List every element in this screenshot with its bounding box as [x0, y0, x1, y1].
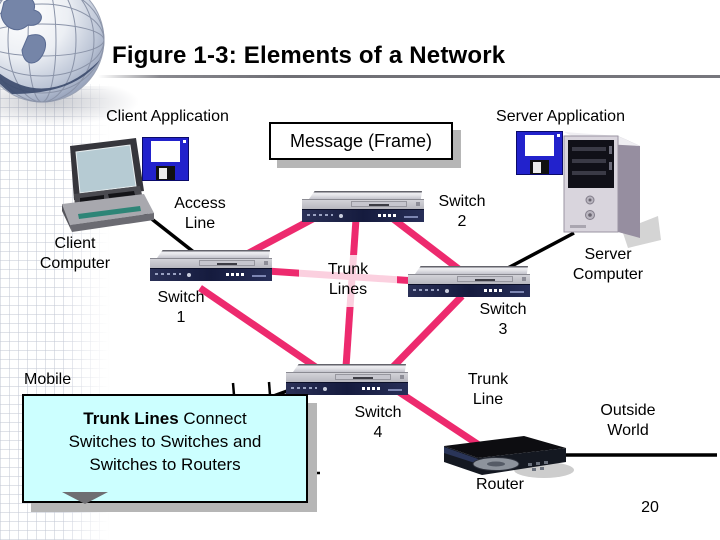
floppy-disk-icon [142, 137, 189, 181]
floppy-notch [183, 140, 186, 143]
message-frame-text: Message (Frame) [289, 131, 433, 151]
switch-1-label: Switch 1 [157, 289, 205, 326]
floppy-disk-icon [516, 131, 563, 175]
message-frame-box: Message (Frame) [269, 122, 453, 160]
switch-4-device [286, 364, 408, 395]
note-line-1: Trunk Lines Connect [83, 409, 247, 428]
switch-1-device [150, 250, 272, 281]
switch-4-label: Switch 4 [354, 404, 402, 441]
floppy-shutter [159, 168, 167, 179]
server-application-label: Server Application [496, 108, 625, 125]
title-divider [98, 75, 720, 78]
client-application-label: Client Application [106, 108, 229, 125]
server-computer-image [552, 122, 664, 259]
floppy-shutter [533, 162, 541, 173]
trunk-lines-note-box: Trunk Lines Connect Switches to Switches… [22, 394, 308, 503]
slide-title: Figure 1-3: Elements of a Network [112, 42, 506, 70]
trunk-line-label: Trunk Line [467, 371, 509, 408]
switch-3-label: Switch 3 [479, 301, 527, 338]
server-computer-label: Server Computer [572, 246, 644, 283]
access-line-label: Access Line [174, 195, 226, 232]
router-device [436, 432, 574, 487]
globe-icon [0, 0, 112, 114]
floppy-notch [557, 134, 560, 137]
note-line-3: Switches to Routers [89, 455, 241, 474]
page-number: 20 [641, 499, 659, 516]
switch-2-device [302, 191, 424, 222]
mobile-antenna-marks [231, 381, 320, 479]
router-label: Router [475, 476, 525, 493]
switch-3-device [408, 266, 530, 297]
outside-world-label: Outside World [600, 402, 656, 439]
trunk-lines-label: Trunk Lines [299, 255, 397, 307]
trunk-lines-label-text: Trunk Lines [327, 261, 369, 298]
callout-pointer-shadow [62, 492, 108, 504]
switch-2-label: Switch 2 [438, 193, 486, 230]
mobile-label: Mobile [24, 371, 72, 388]
client-computer-image [48, 136, 154, 243]
note-line-2: Switches to Switches and [68, 432, 262, 451]
client-computer-label: Client Computer [39, 235, 111, 272]
